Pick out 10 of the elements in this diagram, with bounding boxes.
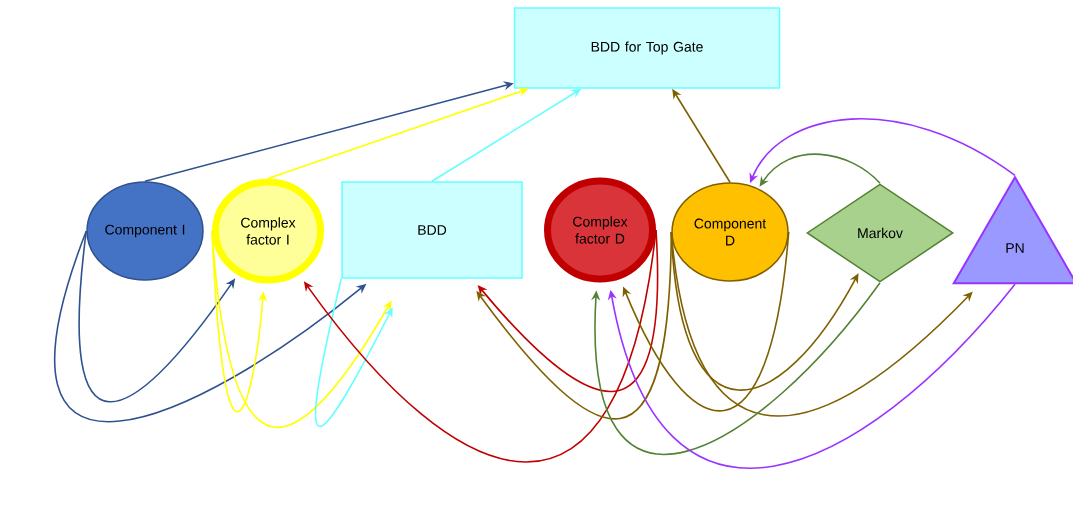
arrow: [211, 230, 392, 428]
arrow: [607, 283, 1016, 469]
arrow: [622, 231, 790, 412]
arrow: [314, 277, 393, 428]
arrow: [670, 231, 973, 416]
arrow: [591, 281, 881, 456]
arrow: [476, 231, 673, 420]
gate-box: BDD for Top Gate: [513, 7, 781, 89]
arrow: [670, 231, 859, 391]
bdd-box: BDD: [341, 181, 523, 279]
